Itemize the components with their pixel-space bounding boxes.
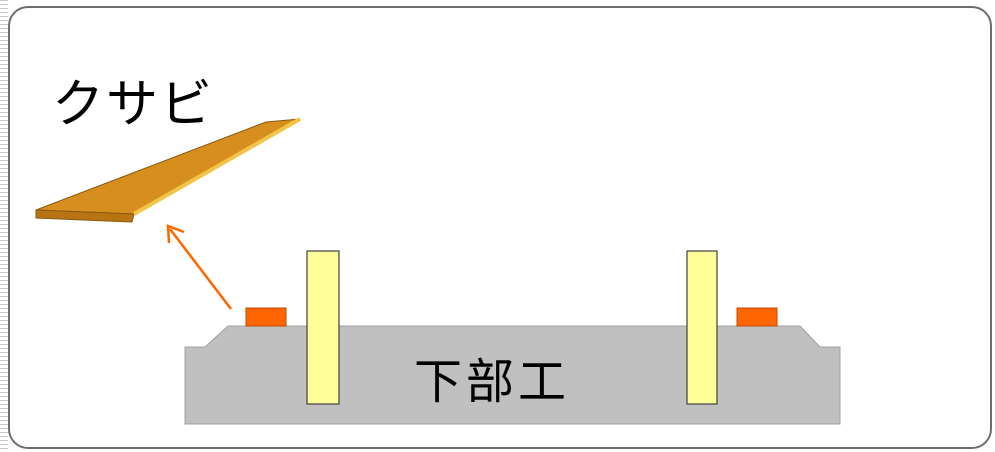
pad-left	[245, 307, 287, 327]
substructure-block	[184, 325, 841, 425]
arrow-head	[166, 224, 185, 244]
wedge-plate-edge	[35, 209, 135, 223]
substructure-label: 下部工	[414, 354, 571, 410]
left-edge-stripes	[0, 0, 8, 452]
wedge-plate-highlight	[133, 117, 301, 216]
arrow-shaft	[169, 228, 232, 310]
post-right	[686, 250, 718, 405]
post-left	[306, 250, 340, 405]
pad-right	[736, 307, 778, 327]
wedge-label: クサビ	[52, 75, 215, 135]
